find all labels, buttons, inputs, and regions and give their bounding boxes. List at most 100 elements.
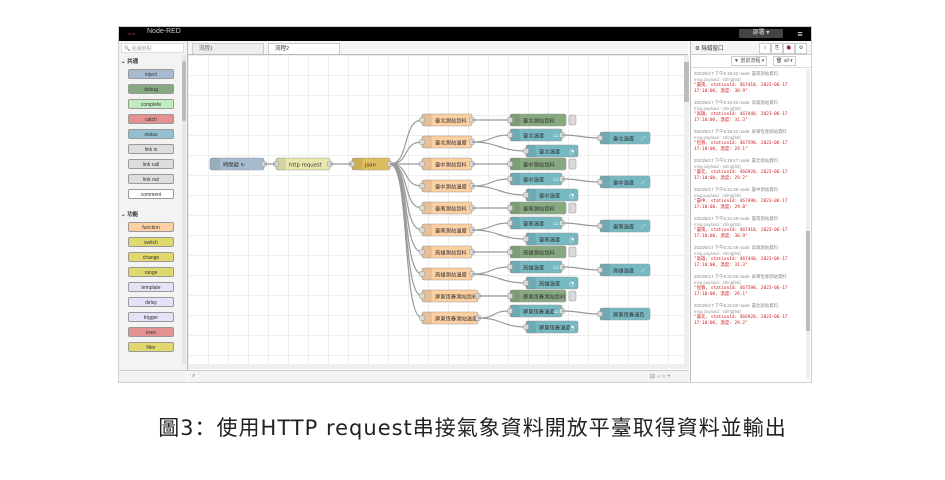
gauge-node-9[interactable]: 屏東恆春溫度◔	[523, 320, 579, 334]
debug-toggle-button[interactable]	[568, 114, 577, 126]
flow-wire[interactable]	[471, 273, 527, 284]
palette-node-exec[interactable]: exec	[128, 327, 174, 337]
function-node-5[interactable]: 臺南測站溫度	[419, 223, 475, 237]
palette-node-complete[interactable]: complete	[128, 99, 174, 109]
palette-category[interactable]: ⌄ 功能	[121, 212, 139, 218]
function-node-3[interactable]: 臺中測站溫度	[419, 179, 475, 193]
menu-icon[interactable]: ≡	[797, 29, 803, 39]
flow-wire[interactable]	[561, 134, 601, 139]
palette-node-function[interactable]: function	[128, 222, 174, 232]
flow-wire[interactable]	[471, 185, 527, 196]
flow-wire[interactable]	[389, 141, 423, 165]
debug-toggle-button[interactable]	[568, 290, 577, 302]
tab-flow-1[interactable]: 流程1	[192, 43, 264, 54]
palette-node-filter[interactable]: filter	[128, 342, 174, 352]
sidebar-scrollbar[interactable]	[806, 69, 810, 379]
chart-node-9[interactable]: 屏東恆春溫度⟋	[597, 307, 651, 321]
function-node-0[interactable]: 臺北測站資料	[419, 113, 475, 127]
input-port[interactable]	[597, 135, 603, 141]
input-port[interactable]	[507, 176, 513, 182]
flow-wire[interactable]	[471, 266, 511, 275]
input-port[interactable]	[507, 249, 513, 255]
input-port[interactable]	[507, 132, 513, 138]
debug-node-6[interactable]: 高雄測站資料	[507, 245, 577, 259]
workspace-horizontal-scrollbar[interactable]	[188, 364, 689, 369]
palette-node-link-call[interactable]: link call	[128, 159, 174, 169]
tab-flow-2[interactable]: 流程2	[268, 43, 340, 54]
flow-wire[interactable]	[561, 266, 601, 271]
inject-node[interactable]: 時間戳 ↻	[209, 157, 267, 171]
flow-wire[interactable]	[471, 178, 511, 187]
input-port[interactable]	[419, 249, 425, 255]
debug-clear-dropdown[interactable]: 🗑 all ▾	[773, 56, 796, 66]
input-port[interactable]	[507, 117, 513, 123]
chart-node-3[interactable]: 臺中溫度⟋	[597, 175, 651, 189]
palette-scrollbar-thumb[interactable]	[182, 61, 186, 121]
input-port[interactable]	[523, 236, 529, 242]
palette-category[interactable]: ⌄ 共通	[121, 59, 139, 65]
input-port[interactable]	[523, 324, 529, 330]
flow-wire[interactable]	[561, 178, 601, 183]
input-port[interactable]	[507, 205, 513, 211]
input-port[interactable]	[419, 293, 425, 299]
input-port[interactable]	[597, 223, 603, 229]
palette-node-delay[interactable]: delay	[128, 297, 174, 307]
input-port[interactable]	[597, 311, 603, 317]
palette-node-catch[interactable]: catch	[128, 114, 174, 124]
input-port[interactable]	[597, 267, 603, 273]
input-port[interactable]	[419, 139, 425, 145]
palette-node-range[interactable]: range	[128, 267, 174, 277]
palette-node-status[interactable]: status	[128, 129, 174, 139]
config-tab-icon[interactable]: ⚙	[795, 43, 807, 54]
palette-node-inject[interactable]: inject	[128, 69, 174, 79]
gauge-node-1[interactable]: 臺北溫度◔	[523, 144, 579, 158]
palette-node-trigger[interactable]: trigger	[128, 312, 174, 322]
text-node-5[interactable]: 臺南溫度▭	[507, 216, 565, 230]
input-port[interactable]	[419, 183, 425, 189]
debug-toggle-button[interactable]	[568, 158, 577, 170]
debug-toggle-button[interactable]	[568, 202, 577, 214]
text-node-3[interactable]: 臺中溫度▭	[507, 172, 565, 186]
palette-node-debug[interactable]: debug	[128, 84, 174, 94]
info-tab-icon[interactable]: i	[759, 43, 771, 54]
function-node-1[interactable]: 臺北測站溫度	[419, 135, 475, 149]
palette-node-template[interactable]: template	[128, 282, 174, 292]
input-port[interactable]	[507, 293, 513, 299]
palette-search-input[interactable]: 🔍 過濾節點	[121, 43, 184, 53]
debug-node-0[interactable]: 臺北測站資料	[507, 113, 577, 127]
input-port[interactable]	[419, 227, 425, 233]
input-port[interactable]	[419, 315, 425, 321]
http-request-node[interactable]: http request	[273, 157, 333, 171]
text-node-9[interactable]: 屏東恆春溫度▭	[507, 304, 565, 318]
input-port[interactable]	[419, 205, 425, 211]
gauge-node-5[interactable]: 臺南溫度◔	[523, 232, 579, 246]
input-port[interactable]	[507, 161, 513, 167]
sidebar-scrollbar-thumb[interactable]	[806, 231, 810, 331]
gauge-node-7[interactable]: 高雄溫度◔	[523, 276, 579, 290]
flow-wire[interactable]	[477, 317, 527, 328]
chart-node-1[interactable]: 臺北溫度⟋	[597, 131, 651, 145]
flow-wire[interactable]	[471, 229, 527, 240]
input-port[interactable]	[523, 192, 529, 198]
flow-wire[interactable]	[389, 163, 423, 275]
chart-node-7[interactable]: 高雄溫度⟋	[597, 263, 651, 277]
flow-wire[interactable]	[471, 141, 527, 152]
flow-wire[interactable]	[477, 310, 511, 319]
input-port[interactable]	[419, 117, 425, 123]
input-port[interactable]	[507, 220, 513, 226]
palette-node-switch[interactable]: switch	[128, 237, 174, 247]
palette-node-link-out[interactable]: link out	[128, 174, 174, 184]
palette-scrollbar[interactable]	[182, 55, 186, 365]
function-node-8[interactable]: 屏東恆春測站資料	[419, 289, 481, 303]
input-port[interactable]	[507, 308, 513, 314]
debug-node-8[interactable]: 屏東恆春測站資料	[507, 289, 577, 303]
